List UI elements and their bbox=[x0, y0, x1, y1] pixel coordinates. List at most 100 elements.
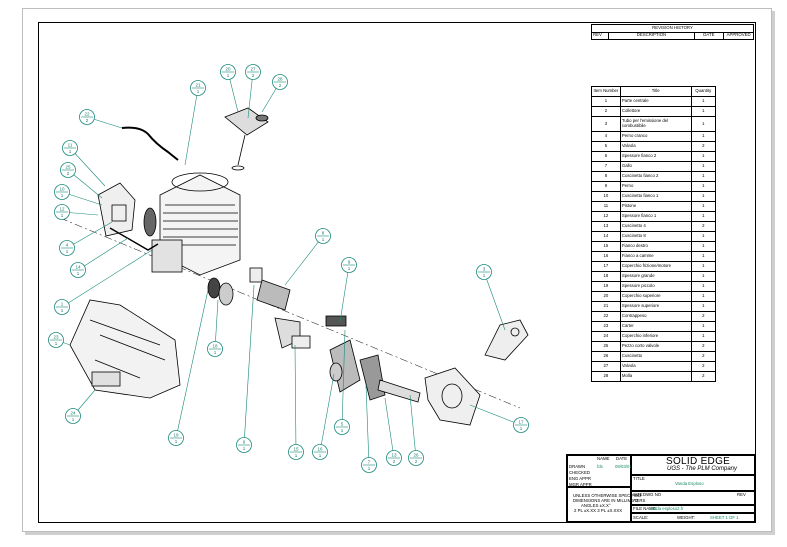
callout-balloon: 272 bbox=[245, 64, 261, 80]
brand-subtitle: UGS - The PLM Company bbox=[667, 466, 738, 472]
balloon-item-number: 18 bbox=[212, 344, 218, 349]
balloon-quantity: 1 bbox=[368, 466, 371, 471]
balloon-item-number: 6 bbox=[243, 440, 246, 445]
balloon-item-number: 8 bbox=[322, 231, 325, 236]
callout-balloon: 191 bbox=[168, 430, 184, 446]
balloon-quantity: 1 bbox=[322, 237, 325, 242]
title-label: TITLE bbox=[633, 476, 645, 481]
callout-balloon: 141 bbox=[70, 262, 86, 278]
file-name-cell bbox=[631, 505, 755, 513]
balloon-item-number: 24 bbox=[70, 411, 76, 416]
balloon-item-number: 7 bbox=[368, 460, 371, 465]
callout-balloon: 132 bbox=[386, 450, 402, 466]
side-cover-part bbox=[97, 182, 159, 251]
callout-balloon: 171 bbox=[513, 417, 529, 433]
intake-part bbox=[484, 319, 529, 361]
balloon-quantity: 1 bbox=[55, 341, 58, 346]
rev-label: REV bbox=[737, 492, 746, 497]
title-cell bbox=[631, 475, 755, 491]
balloon-quantity: 1 bbox=[61, 308, 64, 313]
file-name-label: FILE NAME: bbox=[633, 506, 657, 511]
balloon-quantity: 1 bbox=[520, 426, 523, 431]
balloon-leader-line bbox=[469, 404, 522, 426]
crank-parts bbox=[207, 267, 421, 403]
revision-history-table: REVISION HISTORY REV DESCRIPTION DATE AP… bbox=[590, 24, 754, 40]
balloon-item-number: 1 bbox=[61, 302, 64, 307]
drawn-date: 09/03/07 bbox=[615, 464, 632, 469]
balloon-quantity: 1 bbox=[348, 266, 351, 271]
tolerance-line-1: UNLESS OTHERWISE SPECIFIED bbox=[573, 493, 642, 498]
balloon-leader-line bbox=[66, 221, 113, 249]
balloon-item-number: 20 bbox=[225, 67, 231, 72]
balloon-item-number: 23 bbox=[53, 335, 59, 340]
callout-balloon: 211 bbox=[190, 80, 206, 96]
size-value: A2 bbox=[633, 498, 639, 503]
balloon-quantity: 1 bbox=[295, 453, 298, 458]
balloon-quantity: 1 bbox=[61, 213, 64, 218]
callout-balloon: 101 bbox=[54, 184, 70, 200]
balloon-leader-line bbox=[319, 373, 335, 453]
balloon-leader-line bbox=[294, 344, 297, 453]
weight-label: WEIGHT: bbox=[677, 515, 695, 520]
size-label: SIZE bbox=[633, 492, 643, 497]
balloon-leader-line bbox=[77, 237, 129, 271]
callout-balloon: 111 bbox=[62, 140, 78, 156]
balloon-quantity: 1 bbox=[319, 453, 322, 458]
callout-balloon: 61 bbox=[236, 437, 252, 453]
callout-balloon: 252 bbox=[60, 162, 76, 178]
balloon-item-number: 10 bbox=[59, 187, 65, 192]
drawn-label: DRAWN bbox=[569, 464, 586, 469]
balloon-item-number: 21 bbox=[195, 83, 201, 88]
sheet-label: SHEET 1 OF 1 bbox=[710, 515, 739, 520]
rocker-arm-part bbox=[121, 126, 179, 161]
balloon-item-number: 28 bbox=[277, 77, 283, 82]
balloon-leader-line bbox=[175, 289, 209, 439]
front-housing-part bbox=[424, 367, 481, 426]
callout-balloon: 11 bbox=[54, 299, 70, 315]
balloon-item-number: 9 bbox=[348, 260, 351, 265]
balloon-leader-line bbox=[184, 87, 199, 166]
size-dwg-cell bbox=[631, 491, 755, 505]
balloon-item-number: 13 bbox=[391, 453, 397, 458]
callout-balloon: 231 bbox=[48, 332, 64, 348]
callout-balloon: 81 bbox=[315, 228, 331, 244]
eng-appr-label: ENG APPR bbox=[569, 476, 591, 481]
balloon-quantity: 1 bbox=[72, 417, 75, 422]
balloon-quantity: 1 bbox=[214, 350, 217, 355]
rev-header-approved: APPROVED bbox=[723, 31, 754, 40]
scale-cell bbox=[631, 513, 755, 522]
balloon-leader-line bbox=[243, 284, 255, 446]
callout-balloon: 121 bbox=[54, 204, 70, 220]
balloon-quantity: 1 bbox=[227, 73, 230, 78]
bom-item-quantity: 1 bbox=[690, 116, 717, 132]
callout-balloon: 282 bbox=[272, 74, 288, 90]
cylinder-block-part bbox=[151, 172, 241, 276]
checked-label: CHECKED bbox=[569, 470, 591, 475]
callout-balloon: 41 bbox=[59, 240, 75, 256]
balloon-quantity: 1 bbox=[175, 439, 178, 444]
balloon-leader-line bbox=[365, 384, 370, 466]
rev-header-description: DESCRIPTION bbox=[608, 31, 695, 40]
callout-balloon: 161 bbox=[312, 444, 328, 460]
engine-parts bbox=[59, 107, 529, 426]
balloon-quantity: 1 bbox=[243, 446, 246, 451]
callout-balloons: 2112012722822221112521011214114111231241… bbox=[48, 64, 529, 473]
drawn-name: fds bbox=[597, 464, 603, 469]
brand-logo-text: SOLID EDGE bbox=[666, 456, 731, 467]
balloon-quantity: 2 bbox=[279, 83, 282, 88]
balloon-item-number: 14 bbox=[75, 265, 81, 270]
tolerance-line-3: ANGLES ±X.X° bbox=[581, 503, 611, 508]
balloon-quantity: 2 bbox=[86, 118, 89, 123]
balloon-quantity: 1 bbox=[341, 428, 344, 433]
balloon-quantity: 1 bbox=[66, 249, 69, 254]
dwg-no-label: DWG NO bbox=[643, 492, 662, 497]
balloon-quantity: 1 bbox=[61, 193, 64, 198]
balloon-quantity: 1 bbox=[77, 271, 80, 276]
balloon-item-number: 4 bbox=[66, 243, 69, 248]
tolerance-cell bbox=[567, 487, 631, 522]
callout-balloon: 181 bbox=[207, 341, 223, 357]
assembly-axis bbox=[59, 217, 521, 409]
tolerance-line-4: 2 PL ±X.XX 3 PL ±X.XXX bbox=[574, 508, 623, 513]
balloon-leader-line bbox=[409, 394, 417, 459]
